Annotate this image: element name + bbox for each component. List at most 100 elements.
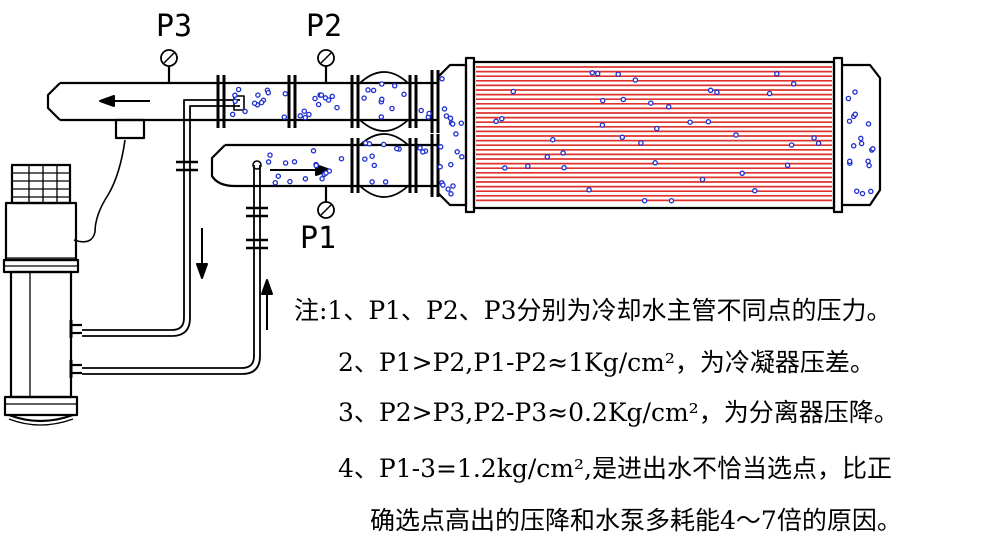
water-bubble xyxy=(394,145,400,152)
water-bubble xyxy=(752,188,758,194)
water-bubble xyxy=(865,121,872,127)
water-bubble xyxy=(297,113,304,119)
water-bubble xyxy=(870,146,876,152)
water-bubble xyxy=(441,106,448,112)
water-bubble xyxy=(251,100,258,106)
gauge-p2-label: P2 xyxy=(306,9,342,44)
water-bubble xyxy=(620,96,627,103)
water-bubble xyxy=(334,104,340,111)
water-bubble xyxy=(313,162,319,169)
water-bubble xyxy=(458,120,465,126)
note-line-1: 注:1、P1、P2、P3分别为冷却水主管不同点的压力。 xyxy=(294,296,892,325)
water-bubble xyxy=(382,179,389,185)
water-bubble xyxy=(668,197,675,204)
water-bubble xyxy=(282,160,289,166)
water-bubble xyxy=(362,140,369,146)
water-bubble xyxy=(866,162,872,169)
water-bubble xyxy=(846,158,853,165)
water-bubble xyxy=(652,160,658,166)
water-bubble xyxy=(426,110,432,117)
water-bubble xyxy=(641,197,648,204)
water-bubble xyxy=(362,156,368,162)
water-bubble xyxy=(258,99,265,106)
water-bubble xyxy=(852,111,859,118)
water-bubble xyxy=(699,176,706,183)
water-bubble xyxy=(450,183,456,189)
water-bubble xyxy=(774,71,780,77)
water-bubble xyxy=(306,111,312,118)
water-bubble xyxy=(445,186,451,192)
water-bubble xyxy=(448,161,454,168)
water-bubble xyxy=(235,86,242,93)
water-bubble xyxy=(437,164,443,170)
water-bubble xyxy=(599,97,606,104)
water-bubble xyxy=(510,88,517,95)
water-bubble xyxy=(229,111,236,118)
gauge-p1-symbol xyxy=(317,186,335,219)
water-bubble xyxy=(420,149,426,155)
water-bubble xyxy=(439,76,445,82)
water-bubble xyxy=(389,105,395,112)
water-bubble xyxy=(310,148,317,154)
water-bubble xyxy=(272,179,279,186)
water-bubble xyxy=(453,131,459,137)
outlet-header xyxy=(46,81,438,140)
water-bubble xyxy=(370,87,377,94)
water-bubble xyxy=(852,89,858,95)
water-bubble xyxy=(858,140,865,147)
water-bubble xyxy=(560,150,566,156)
water-bubble xyxy=(319,175,325,182)
water-bubble xyxy=(449,121,456,127)
water-bubble xyxy=(379,96,385,103)
water-bubble xyxy=(391,83,398,89)
water-bubble xyxy=(733,132,739,138)
water-bubble xyxy=(705,118,712,125)
gauge-p3-symbol xyxy=(160,49,178,83)
water-bubble xyxy=(301,108,308,114)
water-bubble xyxy=(858,135,864,142)
water-bubble xyxy=(265,159,272,165)
water-bubble xyxy=(275,173,282,179)
water-bubble xyxy=(815,140,822,147)
water-bubble xyxy=(599,122,606,128)
water-bubble xyxy=(265,89,272,96)
water-bubble xyxy=(365,87,371,93)
water-bubble xyxy=(454,149,460,155)
water-bubble xyxy=(369,179,375,185)
note-line-2: 2、P1>P2,P1-P2≈1Kg/cm²，为冷凝器压差。 xyxy=(338,348,875,377)
water-bubble xyxy=(586,187,592,193)
note-line-5: 确选点高出的压降和水泵多耗能4～7倍的原因。 xyxy=(370,506,902,535)
water-bubble xyxy=(788,142,795,148)
condenser-tubes xyxy=(476,66,832,202)
pressure-lines xyxy=(82,95,268,375)
water-bubble xyxy=(865,158,871,164)
water-bubble xyxy=(632,77,639,83)
note-line-4: 4、P1-3=1.2kg/cm²,是进出水不恰当选点，比正 xyxy=(338,454,892,483)
water-bubble xyxy=(707,87,714,94)
water-bubble xyxy=(378,114,385,120)
water-bubble xyxy=(369,153,375,159)
water-bubble xyxy=(589,70,596,76)
gauge-p3-label: P3 xyxy=(156,9,192,44)
water-bubble xyxy=(338,155,345,162)
pump-motor xyxy=(2,139,126,426)
water-bubble xyxy=(417,145,423,151)
water-bubble xyxy=(687,119,693,125)
water-bubble xyxy=(437,144,444,150)
water-bubble xyxy=(325,97,332,103)
water-bubble xyxy=(550,136,556,143)
water-bubble xyxy=(499,115,505,122)
water-bubble xyxy=(448,191,454,197)
water-bubble xyxy=(525,163,531,169)
water-bubble xyxy=(868,188,874,195)
water-bubble xyxy=(323,170,329,176)
water-bubble xyxy=(282,90,289,97)
water-bubble xyxy=(380,141,387,148)
water-bubble xyxy=(594,70,601,77)
water-bubble xyxy=(242,108,248,115)
water-bubble xyxy=(845,95,852,102)
water-bubble xyxy=(440,182,446,188)
water-bubble xyxy=(544,154,551,160)
water-bubble xyxy=(853,188,860,194)
